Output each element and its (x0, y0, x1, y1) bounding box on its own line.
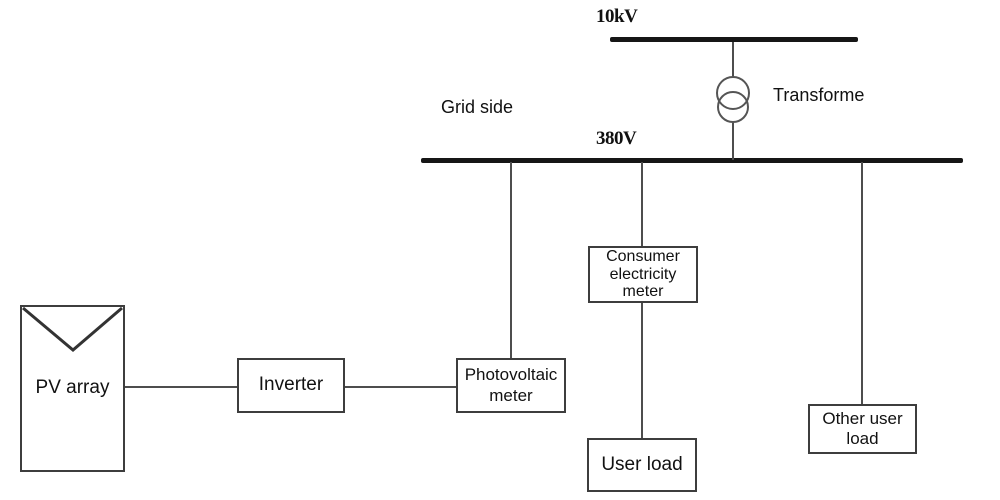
transformer-icon (717, 91, 749, 123)
inverter-box: Inverter (237, 358, 345, 413)
lv-bus-voltage-label: 380V (596, 128, 637, 149)
wire-inverter-to-pv-meter (344, 386, 457, 388)
other-user-load-label: Other user load (822, 408, 903, 448)
pv-array-box: PV array (20, 305, 125, 472)
inverter-label: Inverter (258, 374, 324, 396)
wire-transformer-to-lvbus (732, 121, 734, 160)
consumer-electricity-meter-box: Consumer electricity meter (588, 246, 698, 303)
user-load-box: User load (587, 438, 697, 492)
wire-hvbus-to-transformer (732, 42, 734, 78)
wire-consumer-meter-to-user-load (641, 302, 643, 439)
other-user-load-box: Other user load (808, 404, 917, 454)
hv-bus-voltage-label: 10kV (596, 6, 638, 27)
pv-array-label: PV array (35, 377, 110, 399)
photovoltaic-meter-box: Photovoltaic meter (456, 358, 566, 413)
hv-bus-line (610, 37, 858, 42)
wire-lvbus-to-consumer-meter (641, 162, 643, 247)
user-load-label: User load (601, 453, 683, 475)
transformer-label: Transforme (773, 85, 865, 105)
wire-pv-array-to-inverter (125, 386, 238, 388)
lv-bus-line (421, 158, 963, 163)
wire-lvbus-to-other-user-load (861, 162, 863, 405)
consumer-electricity-meter-label: Consumer electricity meter (606, 247, 680, 301)
grid-side-label: Grid side (441, 97, 514, 117)
photovoltaic-meter-label: Photovoltaic meter (464, 365, 558, 405)
pv-panel-chevron-icon (22, 306, 123, 352)
wire-lvbus-to-pv-meter (510, 162, 512, 358)
